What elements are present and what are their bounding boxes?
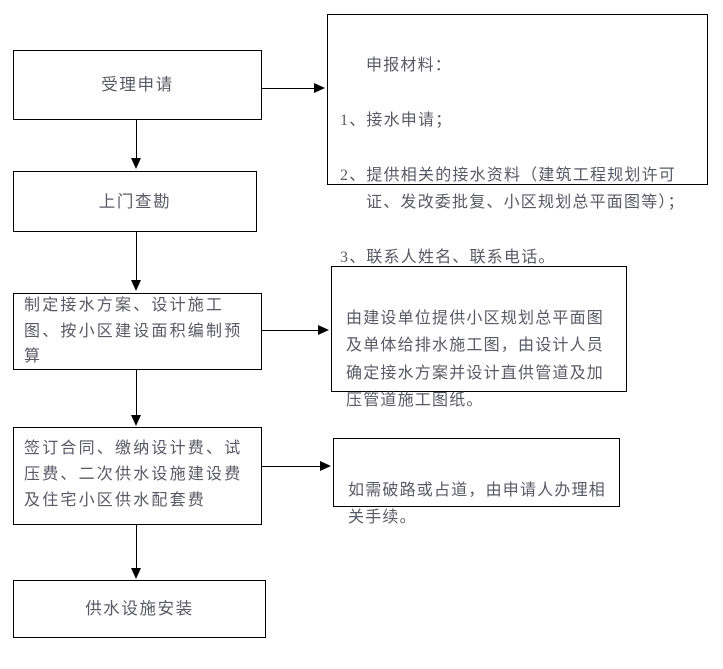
connector-contract-to-road-note-line: [262, 466, 322, 467]
note-road-permit-text: 如需破路或占道，由申请人办理相关手续。: [348, 481, 607, 527]
connector-plan-to-contract-line: [136, 370, 137, 417]
connector-accept-to-materials-arrowhead: [314, 82, 325, 93]
node-site-survey-label: 上门查勘: [98, 191, 172, 211]
connector-survey-to-plan-line: [136, 232, 137, 282]
node-contract-and-fees-label: 签订合同、缴纳设计费、试压费、二次供水设施建设费及住宅小区供水配套费: [24, 440, 243, 509]
connector-accept-to-survey-line: [136, 120, 137, 160]
connector-contract-to-road-note-arrowhead: [320, 460, 331, 471]
connector-contract-to-installation-arrowhead: [130, 568, 141, 579]
note-application-materials-item-1: 1、接水申请；: [340, 111, 453, 129]
note-application-materials: 申报材料： 1、接水申请； 2、提供相关的接水资料（建筑工程规划许可证、发改委批…: [327, 14, 708, 266]
node-site-survey[interactable]: 上门查勘: [13, 171, 257, 232]
connector-accept-to-survey-arrowhead: [130, 158, 141, 169]
note-application-materials-item-2: 2、提供相关的接水资料（建筑工程规划许可证、发改委批复、小区规划总平面图等）；: [340, 166, 685, 212]
node-plan-design-budget-label: 制定接水方案、设计施工图、按小区建设面积编制预算: [24, 296, 243, 366]
node-facility-installation[interactable]: 供水设施安装: [13, 580, 266, 638]
note-design-requirements: 由建设单位提供小区规划总平面图及单体给排水施工图，由设计人员确定接水方案并设计直…: [331, 266, 627, 409]
note-application-materials-item-3: 3、联系人姓名、联系电话。: [340, 249, 556, 267]
node-accept-application[interactable]: 受理申请: [13, 50, 262, 120]
connector-plan-to-contract-arrowhead: [130, 415, 141, 426]
node-accept-application-label: 受理申请: [101, 75, 174, 95]
node-plan-design-budget[interactable]: 制定接水方案、设计施工图、按小区建设面积编制预算: [13, 293, 262, 370]
connector-survey-to-plan-arrowhead: [130, 280, 141, 291]
note-road-permit: 如需破路或占道，由申请人办理相关手续。: [333, 438, 620, 526]
connector-plan-to-design-note-arrowhead: [318, 324, 329, 335]
connector-contract-to-installation-line: [136, 525, 137, 570]
note-design-requirements-text: 由建设单位提供小区规划总平面图及单体给排水施工图，由设计人员确定接水方案并设计直…: [346, 309, 605, 410]
node-facility-installation-label: 供水设施安装: [85, 599, 194, 619]
connector-accept-to-materials-line: [262, 88, 316, 89]
node-contract-and-fees[interactable]: 签订合同、缴纳设计费、试压费、二次供水设施建设费及住宅小区供水配套费: [13, 427, 262, 525]
connector-plan-to-design-note-line: [262, 330, 320, 331]
note-application-materials-heading: 申报材料：: [366, 56, 453, 74]
